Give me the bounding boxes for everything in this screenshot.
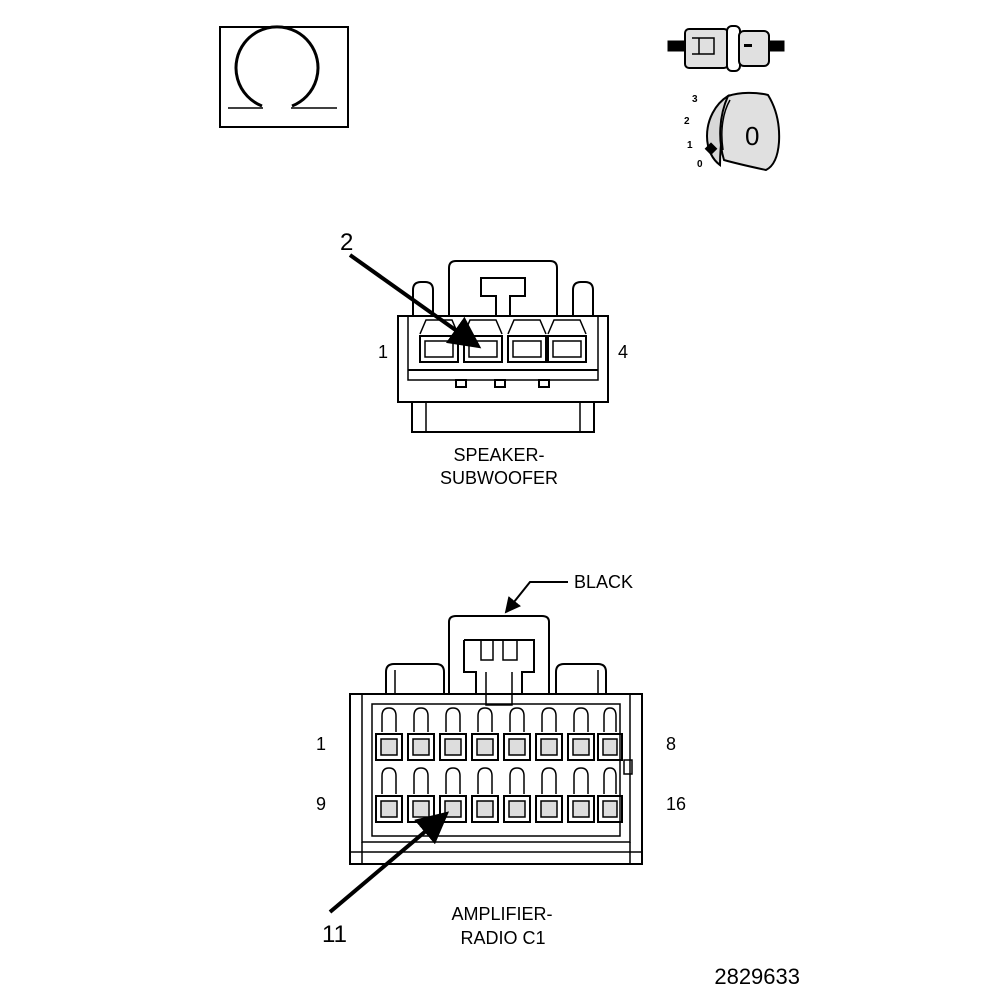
figure-id: 2829633 [714, 964, 800, 989]
amplifier-row2-first-pin: 9 [316, 794, 326, 814]
amplifier-radio-connector [328, 581, 643, 914]
ohm-meter-icon [219, 25, 349, 128]
amplifier-color-label: BLACK [574, 572, 633, 592]
speaker-callout-number: 2 [340, 229, 353, 256]
speaker-cavities [419, 319, 587, 363]
amplifier-connector-name-line2: RADIO C1 [460, 928, 545, 948]
speaker-connector-name-line2: SUBWOOFER [440, 468, 558, 488]
ignition-position-1: 1 [687, 140, 693, 151]
ignition-position-0: 0 [697, 159, 703, 170]
ignition-position-2: 2 [684, 116, 690, 127]
speaker-pin-last: 4 [618, 342, 628, 362]
amplifier-callout-arrow [328, 811, 450, 914]
speaker-callout-arrow [348, 253, 482, 349]
amplifier-connector-name-line1: AMPLIFIER- [451, 904, 552, 924]
connector-icon [667, 25, 785, 72]
ignition-key-label: 0 [745, 121, 759, 151]
amplifier-row1-first-pin: 1 [316, 734, 326, 754]
amplifier-row1-last-pin: 8 [666, 734, 676, 754]
amplifier-cavities-row2 [375, 767, 623, 823]
amplifier-row2-last-pin: 16 [666, 794, 686, 814]
speaker-connector-name-line1: SPEAKER- [453, 445, 544, 465]
ignition-position-3: 3 [692, 94, 698, 105]
speaker-subwoofer-connector [348, 253, 609, 433]
ignition-key-icon: 3 2 1 0 0 [684, 91, 781, 172]
amplifier-callout-number: 11 [322, 921, 347, 948]
speaker-pin-first: 1 [378, 342, 388, 362]
amplifier-cavities-row1 [375, 707, 623, 761]
